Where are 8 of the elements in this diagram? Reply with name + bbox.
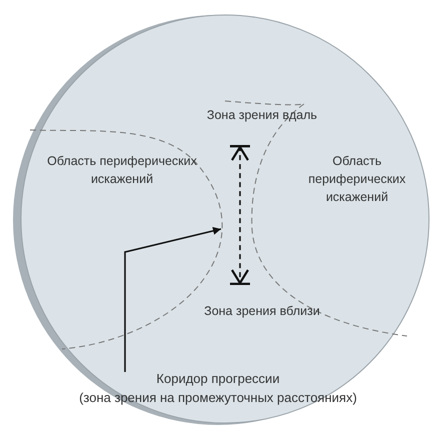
- zone-label: Зона зрения вдаль: [206, 107, 318, 124]
- leader-line: [124, 226, 222, 372]
- zone-label: Область периферических искажений: [46, 153, 198, 188]
- double-arrow: [228, 144, 252, 286]
- zone-label: Область периферических искажений: [307, 153, 407, 206]
- callout-text: (зона зрения на промежуточных расстояниях): [78, 388, 358, 407]
- zone-label: Зона зрения вблизи: [203, 303, 321, 320]
- callout-text: Коридор прогрессии: [155, 370, 281, 388]
